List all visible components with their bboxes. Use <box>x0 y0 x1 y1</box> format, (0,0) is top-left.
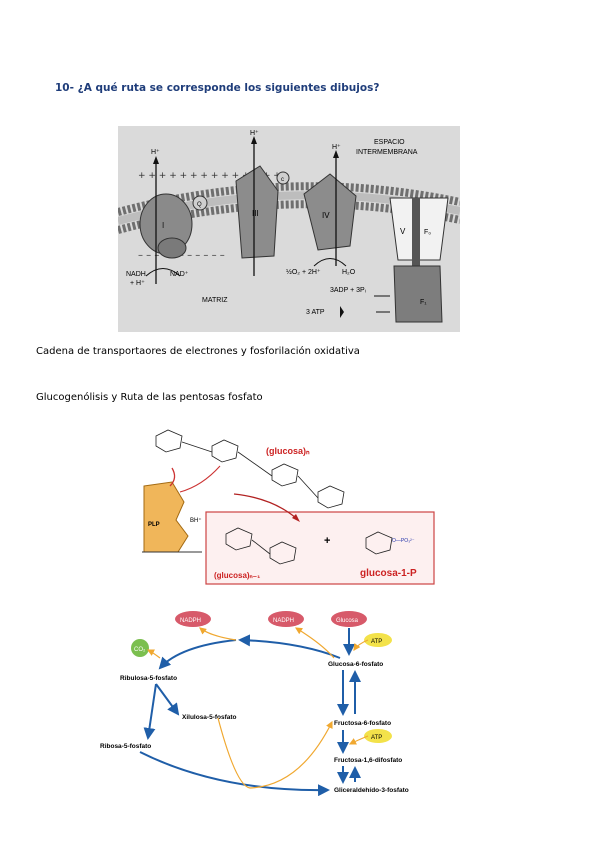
glycogenolysis-figure: PLP BH⁺ (glucosa)ₙ (glucosa)ₙ₋₁ + O—PO₃²… <box>142 426 438 586</box>
f0-label: F₀ <box>424 229 431 236</box>
svg-text:+ + + + + + + + + +: + + + + + + + + + + + + + + <box>138 171 281 181</box>
atp-1-badge <box>364 633 392 647</box>
intermembrane-label: INTERMEMBRANA <box>356 149 418 156</box>
caption-1: Cadena de transportaores de electrones y… <box>36 346 360 357</box>
h-plus-1: H⁺ <box>151 149 160 156</box>
opo3-label: O—PO₃²⁻ <box>392 538 415 544</box>
f16-label: Fructosa-1,6-difosfato <box>334 757 402 764</box>
co2-badge <box>131 639 149 657</box>
plp-label: PLP <box>148 522 160 528</box>
caption-2: Glucogenólisis y Ruta de las pentosas fo… <box>36 392 263 403</box>
c-label: c <box>281 177 284 183</box>
electron-transport-figure: + + + + + + + + + + + + + + – – – – – – … <box>118 126 460 332</box>
question-title: 10- ¿A qué ruta se corresponde los sigui… <box>55 82 380 94</box>
plus-sign: + <box>324 535 330 547</box>
xilulosa-label: Xilulosa-5-fosfato <box>182 714 237 721</box>
gap-label: Gliceraldehído-3-fosfato <box>334 787 409 794</box>
complex-i-label: I <box>162 221 164 230</box>
glucosa-label: Glucosa <box>336 618 359 624</box>
f1-label: F₁ <box>420 299 427 306</box>
atp-2-badge <box>364 729 392 743</box>
complex-iv-label: IV <box>322 211 330 220</box>
ribosa-label: Ribosa-5-fosfato <box>100 743 151 750</box>
glucosa-n-label: (glucosa)ₙ <box>266 446 310 456</box>
adp-label: 3ADP + 3Pᵢ <box>330 287 366 294</box>
g6p-label: Glucosa-6-fosfato <box>328 661 383 668</box>
o2-label: ½O₂ + 2H⁺ <box>286 268 321 276</box>
atp-label: 3 ATP <box>306 309 325 316</box>
nad-label: NAD⁺ <box>170 271 189 278</box>
co2-label: CO₂ <box>134 647 146 653</box>
bh-label: BH⁺ <box>190 517 202 524</box>
nadph-2-badge <box>268 611 304 627</box>
pentose-phosphate-figure: NADPH NADPH Glucosa CO₂ ATP ATP Glucosa-… <box>100 606 430 808</box>
h-plus-2: H⁺ <box>250 130 259 137</box>
h2o-label: H₂O <box>342 269 356 276</box>
complex-iii-label: III <box>252 209 259 218</box>
nadh-label: NADH <box>126 271 146 278</box>
atp-1-label: ATP <box>371 639 382 645</box>
glucosa-badge <box>331 611 367 627</box>
h-plus-3: H⁺ <box>332 144 341 151</box>
glucosa-1p-label: glucosa-1-P <box>360 568 417 579</box>
f6p-label: Fructosa-6-fosfato <box>334 720 391 727</box>
glucosa-n1-label: (glucosa)ₙ₋₁ <box>214 571 261 580</box>
nadph-1-badge <box>175 611 211 627</box>
complex-v-label: V <box>400 227 406 236</box>
q-label: Q <box>197 202 202 208</box>
space-label: ESPACIO <box>374 139 405 146</box>
nadh-plus-label: + H⁺ <box>130 280 145 287</box>
nadph-2-label: NADPH <box>273 618 294 624</box>
atp-2-label: ATP <box>371 735 382 741</box>
nadph-1-label: NADPH <box>180 618 201 624</box>
matrix-label: MATRIZ <box>202 297 228 304</box>
ribulosa-label: Ribulosa-5-fosfato <box>120 675 177 682</box>
